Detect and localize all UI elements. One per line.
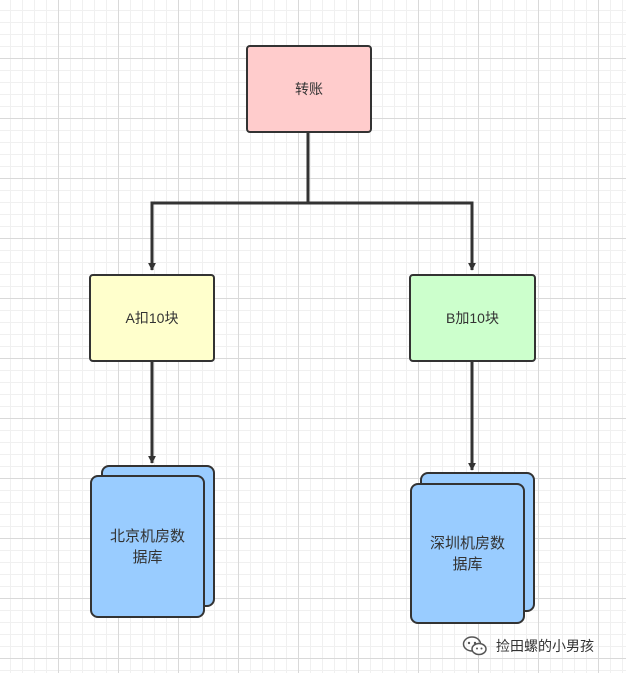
debit-a-node[interactable]: A扣10块 <box>89 274 215 362</box>
watermark: 捡田螺的小男孩 <box>462 633 594 659</box>
beijing-db-label: 北京机房数据库 <box>109 527 185 566</box>
transfer-node[interactable]: 转账 <box>246 45 372 133</box>
shenzhen-db-front-sheet: 深圳机房数据库 <box>410 483 525 624</box>
edge-transfer-to-debit-a <box>148 133 310 271</box>
credit-b-node-label: B加10块 <box>446 310 499 326</box>
wechat-icon <box>462 635 488 657</box>
shenzhen-db-label: 深圳机房数据库 <box>429 534 505 573</box>
beijing-db-front-sheet: 北京机房数据库 <box>90 475 205 618</box>
debit-a-node-label: A扣10块 <box>125 310 179 326</box>
edge-transfer-to-credit-b <box>308 201 476 271</box>
credit-b-node[interactable]: B加10块 <box>409 274 536 362</box>
watermark-text: 捡田螺的小男孩 <box>496 638 594 654</box>
transfer-node-label: 转账 <box>295 81 323 97</box>
